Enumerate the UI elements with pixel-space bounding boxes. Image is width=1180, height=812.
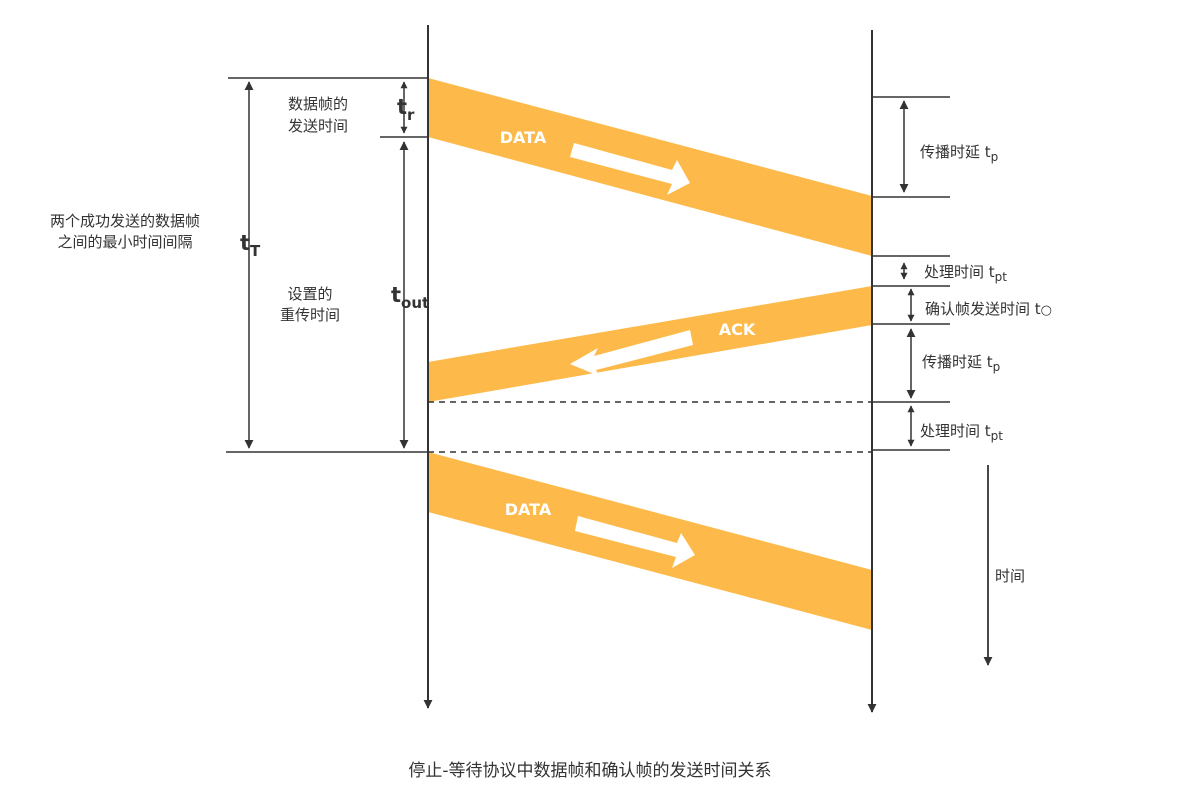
- retransmit-time-label-line2: 重传时间: [280, 306, 340, 324]
- prop-delay-label-1: 传播时延 tp: [920, 143, 998, 164]
- time-axis-label: 时间: [995, 567, 1025, 585]
- min-interval-label-line1: 两个成功发送的数据帧: [50, 212, 200, 230]
- tT-symbol: tT: [240, 231, 261, 260]
- data-frame-label-1: DATA: [500, 128, 547, 147]
- tr-symbol: tr: [397, 95, 415, 124]
- ack-frame-label: ACK: [719, 320, 756, 339]
- frame-send-time-label-line1: 数据帧的: [288, 95, 348, 113]
- retransmit-time-label-line1: 设置的: [287, 285, 332, 303]
- data-direction-arrow-2: [575, 516, 695, 568]
- data-frame-label-2: DATA: [505, 500, 552, 519]
- figure-caption: 停止-等待协议中数据帧和确认帧的发送时间关系: [408, 761, 771, 781]
- min-interval-label-line2: 之间的最小时间间隔: [57, 233, 192, 251]
- ack-send-time-label: 确认帧发送时间 t○: [925, 300, 1052, 318]
- frame-send-time-label-line2: 发送时间: [288, 117, 348, 135]
- prop-delay-label-2: 传播时延 tp: [922, 353, 1000, 374]
- proc-time-label-1: 处理时间 tpt: [924, 263, 1007, 284]
- proc-time-label-2: 处理时间 tpt: [920, 422, 1003, 443]
- ack-direction-arrow: [570, 330, 693, 376]
- data-direction-arrow-1: [570, 143, 690, 195]
- tout-symbol: tout: [391, 283, 429, 312]
